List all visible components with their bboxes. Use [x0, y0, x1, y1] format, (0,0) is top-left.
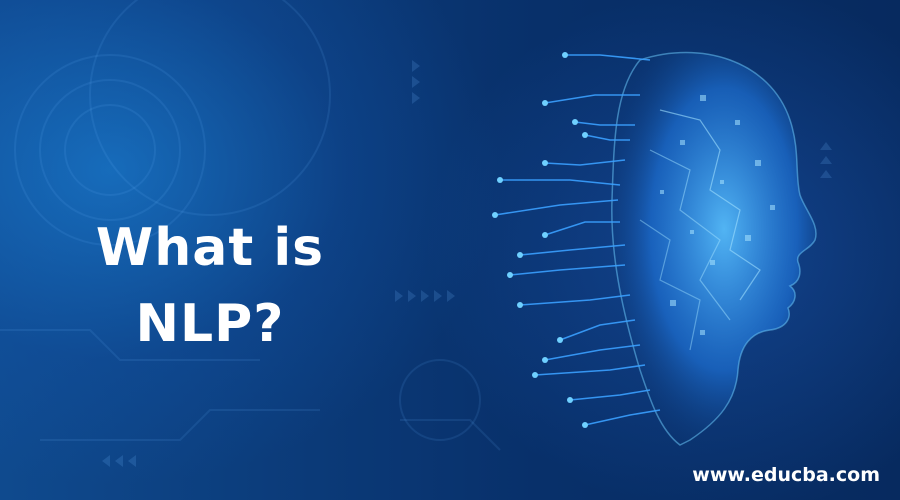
headline-line-2: NLP?: [135, 294, 285, 354]
ai-head-illustration: [611, 51, 817, 446]
headline: What is NLP?: [40, 210, 380, 362]
website-url: www.educba.com: [692, 464, 880, 486]
headline-line-1: What is: [95, 218, 325, 278]
circuit-nodes: [492, 52, 588, 428]
tech-circle-decoration: [0, 0, 501, 451]
chevron-decoration: [102, 60, 832, 467]
circuit-traces: [494, 54, 661, 426]
